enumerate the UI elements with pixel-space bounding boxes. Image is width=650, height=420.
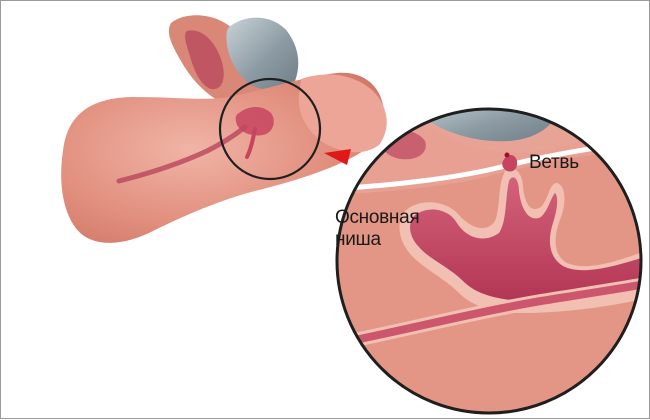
branch-label: Ветвь bbox=[529, 152, 579, 174]
main-niche-label-line2: ниша bbox=[335, 229, 445, 251]
main-niche-label: Основная ниша bbox=[335, 207, 445, 251]
branch-dot bbox=[505, 153, 510, 158]
main-niche-label-line1: Основная bbox=[335, 207, 445, 229]
